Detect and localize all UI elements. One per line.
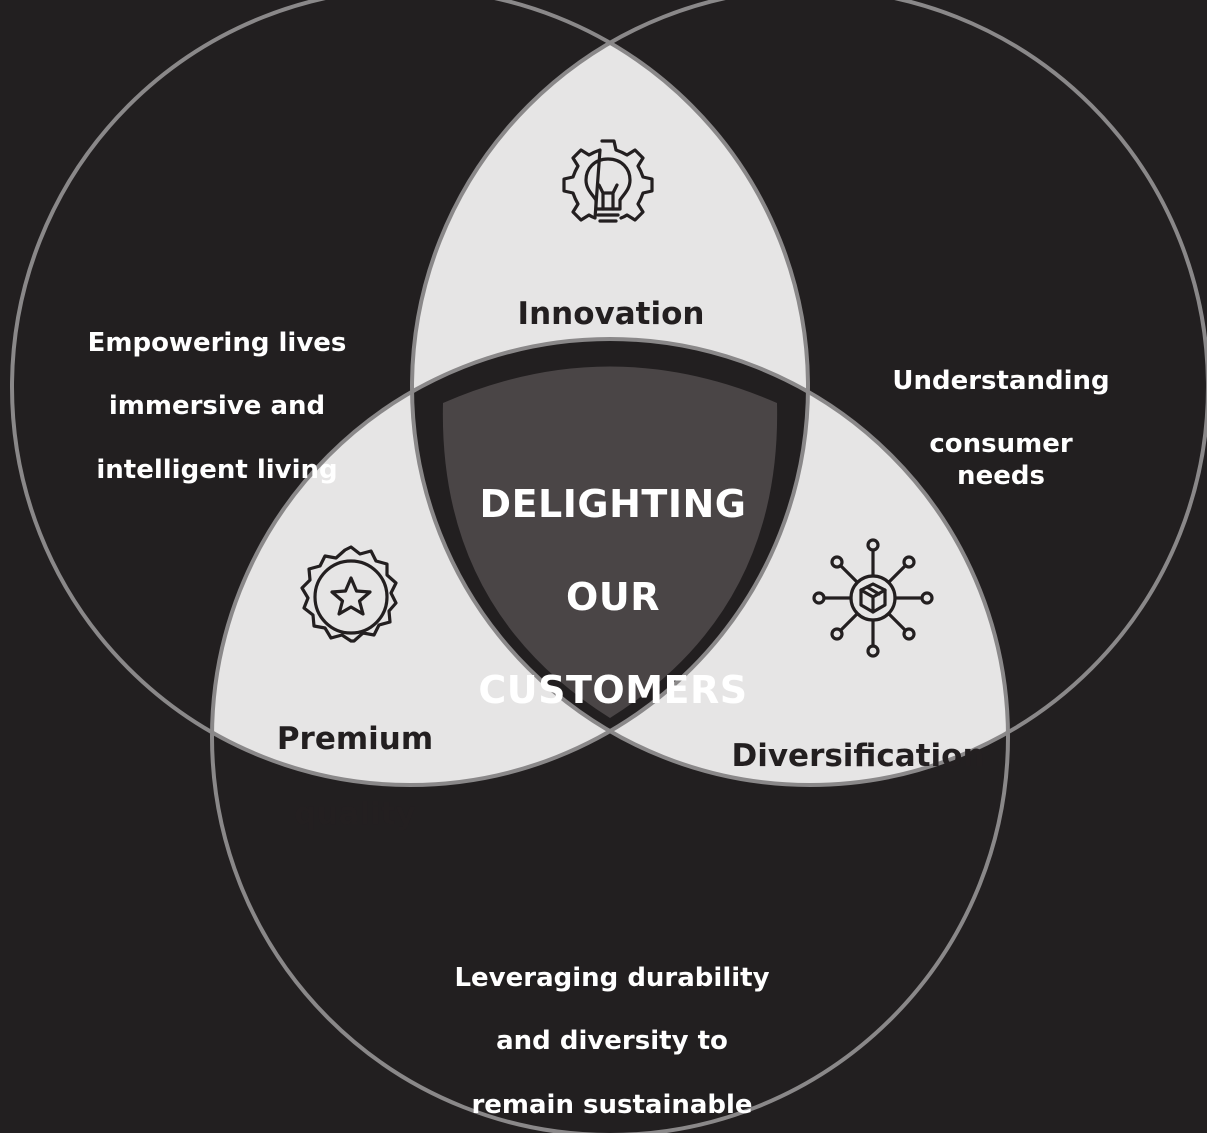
quality-badge-star-icon (300, 545, 398, 643)
outer-bottom-line-1: Leveraging durability (454, 962, 770, 993)
outer-right-line-2: consumer needs (929, 429, 1073, 491)
center-shield (442, 366, 778, 718)
center-title: DELIGHTING OUR CUSTOMERS (478, 435, 747, 760)
circle-bottom-outline (210, 337, 1010, 1133)
center-title-line-3: CUSTOMERS (478, 667, 748, 712)
diversification-label-text: Diversification (731, 737, 985, 774)
innovation-label-text: Innovation (517, 295, 705, 332)
premium-quality-line-1: Premium (276, 720, 434, 757)
outer-left-line-1: Empowering lives (87, 327, 347, 358)
innovation-label: Innovation (518, 258, 705, 371)
circle-left-outline (10, 0, 810, 787)
premium-quality-line-2: quality (294, 796, 416, 833)
outer-bottom-line-3: remain sustainable (471, 1089, 753, 1120)
lightbulb-gear-icon (562, 139, 654, 223)
outer-bottom-label: Leveraging durability and diversity to r… (454, 931, 769, 1133)
outer-left-label: Empowering lives immersive and intellige… (88, 296, 347, 518)
outer-bottom-line-2: and diversity to (496, 1026, 728, 1057)
outer-right-line-1: Understanding (892, 365, 1110, 396)
center-title-line-1: DELIGHTING (479, 482, 747, 527)
premium-quality-label: Premium quality (277, 683, 433, 872)
outer-left-line-2: immersive and (108, 391, 326, 422)
center-title-line-2: OUR (566, 575, 660, 620)
network-box-icon (812, 538, 934, 658)
outer-right-label: Understanding consumer needs (892, 334, 1109, 524)
circle-right-outline (410, 0, 1207, 787)
diversification-label: Diversification (731, 700, 984, 813)
outer-left-line-3: intelligent living (96, 454, 338, 485)
